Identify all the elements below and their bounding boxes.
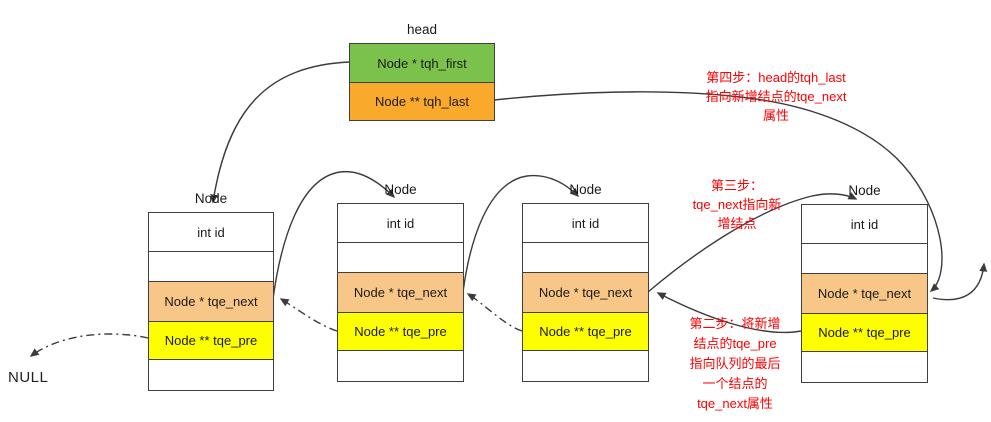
annotation-step4-line2: 指向新增结点的tqe_next <box>705 89 847 104</box>
node-3: Node int id Node * tqe_next Node ** tqe_… <box>522 182 649 382</box>
node-3-label: Node <box>569 182 602 197</box>
arrow-node2-tqe-pre-to-node1-tqe-next <box>279 298 338 332</box>
node-4-field-tqe-next: Node * tqe_next <box>802 273 927 313</box>
node-1-box: int id Node * tqe_next Node ** tqe_pre <box>148 212 274 391</box>
annotation-step3-line2: tqe_next指向新 <box>692 197 782 212</box>
arrow-node1-tqe-pre-to-null <box>29 333 149 357</box>
annotation-step3: 第三步： tqe_next指向新 增结点 <box>675 176 799 233</box>
node-2-field-id: int id <box>386 215 415 231</box>
annotation-step2-line4: 一个结点的 <box>702 376 768 391</box>
node-4-field-tqe-pre: Node ** tqe_pre <box>802 313 927 351</box>
node-2-field-tqe-next: Node * tqe_next <box>338 272 463 312</box>
annotation-step3-line3: 增结点 <box>717 216 757 231</box>
node-4-field-id: int id <box>850 216 879 232</box>
node-2-field-blank-bottom <box>338 350 463 381</box>
node-1-field-blank-bottom <box>149 359 273 390</box>
node-1-label: Node <box>194 191 228 206</box>
node-2-box: int id Node * tqe_next Node ** tqe_pre <box>337 203 464 382</box>
node-2-field-blank-top <box>338 242 463 272</box>
node-3-field-id: int id <box>571 215 600 231</box>
node-4: Node int id Node * tqe_next Node ** tqe_… <box>801 183 928 383</box>
node-3-field-blank-top <box>523 242 648 272</box>
node-4-label: Node <box>848 183 881 198</box>
node-4-field-blank-top <box>802 243 927 273</box>
head-field-tqh-last: Node ** tqh_last <box>350 82 494 120</box>
node-2-field-tqe-pre: Node ** tqe_pre <box>338 312 463 350</box>
node-1: Node int id Node * tqe_next Node ** tqe_… <box>148 191 274 391</box>
node-1-field-tqe-pre: Node ** tqe_pre <box>149 321 273 359</box>
head-struct: head Node * tqh_first Node ** tqh_last <box>349 22 495 121</box>
annotation-step4-line3: 属性 <box>762 108 789 123</box>
node-4-box: int id Node * tqe_next Node ** tqe_pre <box>801 204 928 383</box>
annotation-step2-line2: 结点的tqe_pre <box>693 336 777 351</box>
arrow-tqh-first-to-node1 <box>210 61 350 204</box>
arrow-node3-tqe-pre-to-node2-tqe-next <box>466 293 523 332</box>
null-label: NULL <box>8 369 49 386</box>
node-3-field-blank-bottom <box>523 350 648 381</box>
annotation-step3-line1: 第三步： <box>710 178 763 193</box>
annotation-step2-line1: 第二步：将新增 <box>689 316 781 331</box>
annotation-step4-line1: 第四步：head的tqh_last <box>706 70 846 85</box>
node-3-field-tqe-next: Node * tqe_next <box>523 272 648 312</box>
annotation-step2: 第二步：将新增 结点的tqe_pre 指向队列的最后 一个结点的 tqe_nex… <box>660 314 810 414</box>
head-box: Node * tqh_first Node ** tqh_last <box>349 43 495 121</box>
node-1-field-id: int id <box>197 224 225 240</box>
head-field-tqh-first: Node * tqh_first <box>350 44 494 82</box>
node-3-box: int id Node * tqe_next Node ** tqe_pre <box>522 203 649 382</box>
node-3-field-tqe-pre: Node ** tqe_pre <box>523 312 648 350</box>
node-1-field-tqe-next: Node * tqe_next <box>149 281 273 321</box>
node-1-field-blank-top <box>149 251 273 281</box>
node-2: Node int id Node * tqe_next Node ** tqe_… <box>337 182 464 382</box>
head-label: head <box>406 22 438 37</box>
annotation-step2-line5: tqe_next属性 <box>697 396 773 411</box>
annotation-step2-line3: 指向队列的最后 <box>689 356 781 371</box>
arrow-node4-tqe-next-up <box>932 262 988 301</box>
node-4-field-blank-bottom <box>802 351 927 382</box>
annotation-step4: 第四步：head的tqh_last 指向新增结点的tqe_next 属性 <box>685 68 867 125</box>
node-2-label: Node <box>384 182 417 197</box>
